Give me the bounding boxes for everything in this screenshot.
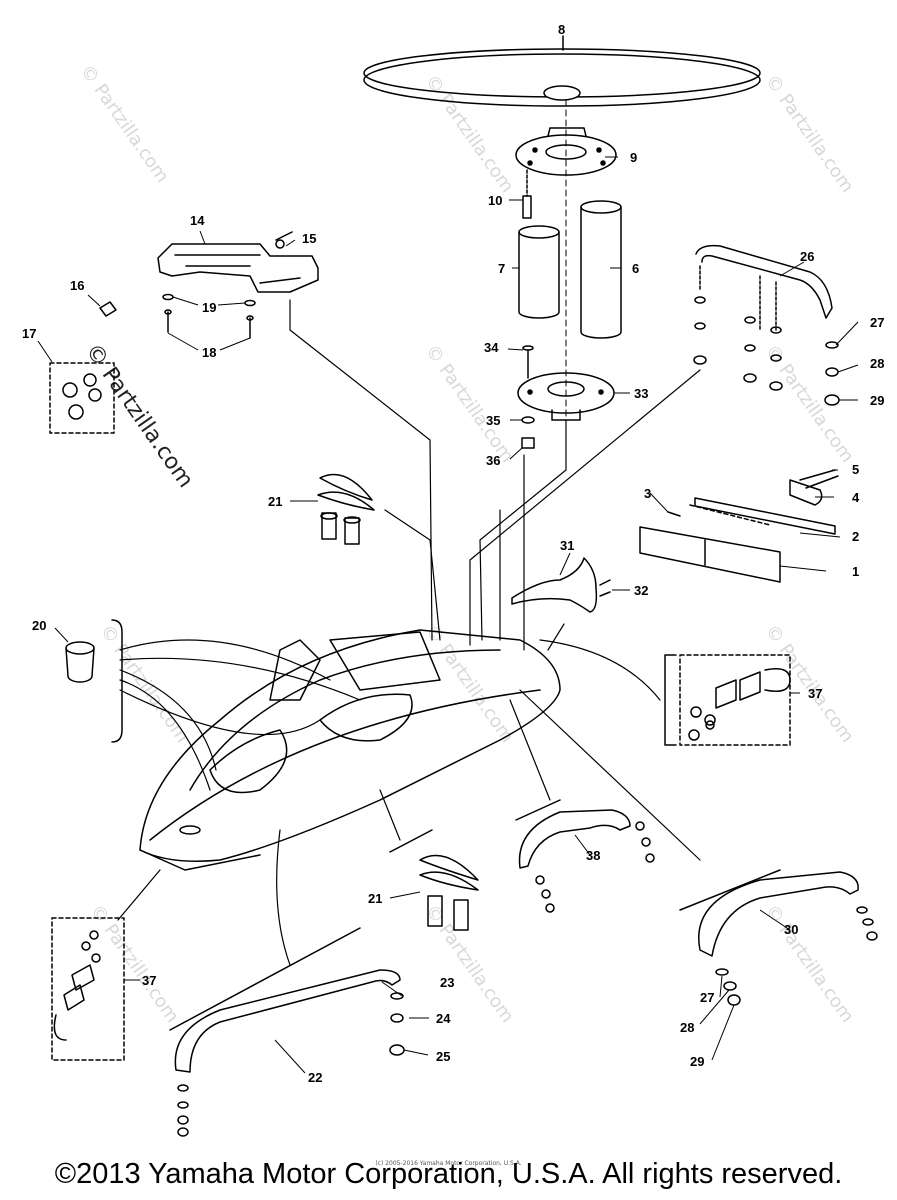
bolt-34 bbox=[522, 345, 534, 379]
watermark: © Partzilla.com bbox=[761, 71, 858, 197]
callout-28-top: 28 bbox=[870, 356, 884, 371]
nut-36 bbox=[521, 437, 535, 449]
cleat-21-top bbox=[317, 473, 375, 545]
callout-1: 1 bbox=[852, 564, 859, 579]
callout-16: 16 bbox=[70, 278, 84, 293]
callout-29-top: 29 bbox=[870, 393, 884, 408]
watermark: © Partzilla.com bbox=[421, 341, 518, 467]
callout-15: 15 bbox=[302, 231, 316, 246]
callout-6: 6 bbox=[632, 261, 639, 276]
callout-7: 7 bbox=[498, 261, 505, 276]
small-copyright: (c) 2005-2016 Yamaha Motor Corporation, … bbox=[375, 1160, 522, 1167]
callout-5: 5 bbox=[852, 462, 859, 477]
washer-35 bbox=[521, 416, 535, 424]
watermark: © Partzilla.com bbox=[86, 901, 183, 1027]
screws-18 bbox=[164, 309, 254, 339]
tow-eye-kit-left bbox=[51, 917, 125, 1061]
callout-28-bottom: 28 bbox=[680, 1020, 694, 1035]
copyright-notice: ©2013 Yamaha Motor Corporation, U.S.A. A… bbox=[54, 1158, 843, 1190]
callout-24: 24 bbox=[436, 1011, 451, 1026]
callout-31: 31 bbox=[560, 538, 574, 553]
rail-assembly bbox=[639, 469, 839, 583]
callout-19: 19 bbox=[202, 300, 216, 315]
tow-eye-kit-right bbox=[664, 654, 791, 746]
callout-25: 25 bbox=[436, 1049, 450, 1064]
callout-21-top: 21 bbox=[268, 494, 282, 509]
watermark: © Partzilla.com bbox=[761, 621, 858, 747]
grab-rail-26 bbox=[693, 244, 840, 406]
tower-top-disc bbox=[363, 35, 761, 107]
callout-36: 36 bbox=[486, 453, 500, 468]
callout-4: 4 bbox=[852, 490, 860, 505]
callout-27-bottom: 27 bbox=[700, 990, 714, 1005]
callout-33: 33 bbox=[634, 386, 648, 401]
callout-37-left: 37 bbox=[142, 973, 156, 988]
callout-32: 32 bbox=[634, 583, 648, 598]
callout-27-top: 27 bbox=[870, 315, 884, 330]
callout-labels: 1 2 3 4 5 6 7 8 9 10 14 15 16 17 18 19 2… bbox=[22, 22, 884, 1085]
callout-38: 38 bbox=[586, 848, 600, 863]
callout-9: 9 bbox=[630, 150, 637, 165]
watermark: © Partzilla.com bbox=[761, 341, 858, 467]
callout-23: 23 bbox=[440, 975, 454, 990]
callout-20: 20 bbox=[32, 618, 46, 633]
callout-34: 34 bbox=[484, 340, 499, 355]
callout-37-right: 37 bbox=[808, 686, 822, 701]
callout-18: 18 bbox=[202, 345, 216, 360]
nut-16 bbox=[99, 301, 117, 317]
callout-10: 10 bbox=[488, 193, 502, 208]
callout-14: 14 bbox=[190, 213, 205, 228]
watermark: © Partzilla.com bbox=[421, 71, 518, 197]
cleat-21-bottom bbox=[389, 829, 479, 931]
callout-26: 26 bbox=[800, 249, 814, 264]
callout-21-bottom: 21 bbox=[368, 891, 382, 906]
callout-22: 22 bbox=[308, 1070, 322, 1085]
callout-3: 3 bbox=[644, 486, 651, 501]
mount-bracket bbox=[157, 231, 319, 293]
callout-35: 35 bbox=[486, 413, 500, 428]
grab-rail-30 bbox=[679, 869, 878, 1006]
watermark: © Partzilla.com bbox=[76, 61, 173, 187]
grommet-kit bbox=[49, 362, 115, 434]
leader-lines bbox=[117, 299, 701, 966]
callout-17: 17 bbox=[22, 326, 36, 341]
watermark: © Partzilla.com bbox=[421, 901, 518, 1027]
boat-hull bbox=[139, 629, 561, 871]
callout-leaders bbox=[37, 156, 859, 1074]
pin-10 bbox=[522, 169, 532, 219]
callout-29-bottom: 29 bbox=[690, 1054, 704, 1069]
tube-7 bbox=[518, 225, 560, 319]
watermark-dark: © Partzilla.com bbox=[80, 339, 198, 492]
callout-30: 30 bbox=[784, 922, 798, 937]
callout-2: 2 bbox=[852, 529, 859, 544]
tube-6 bbox=[580, 200, 622, 339]
grab-rail-22 bbox=[169, 927, 401, 1137]
fasteners-23-25 bbox=[389, 992, 405, 1056]
watermark: © Partzilla.com bbox=[421, 621, 518, 747]
grab-handle-38 bbox=[515, 799, 655, 913]
bow-handle-31 bbox=[511, 557, 611, 613]
callout-8: 8 bbox=[558, 22, 565, 37]
